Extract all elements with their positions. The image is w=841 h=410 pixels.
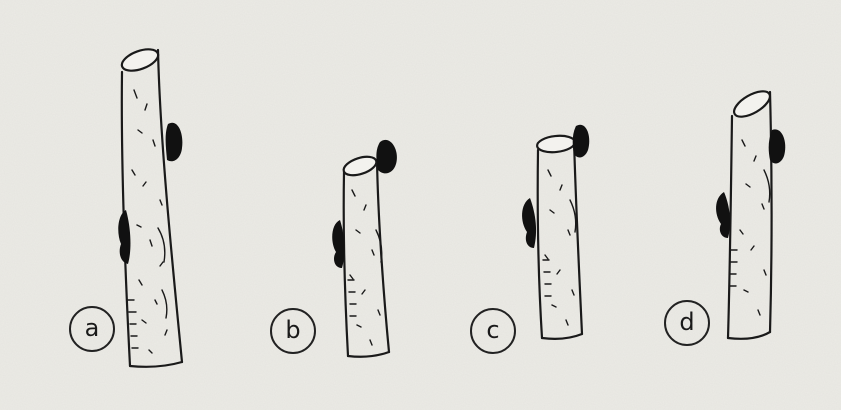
bud-c-upper: [573, 125, 590, 158]
panel-label-d-text: d: [679, 310, 694, 334]
panel-label-c-text: c: [486, 318, 499, 342]
panel-label-b: b: [270, 308, 316, 354]
panel-label-b-text: b: [285, 318, 300, 342]
panel-label-a: a: [69, 306, 115, 352]
panel-label-d: d: [664, 300, 710, 346]
panel-label-c: c: [470, 308, 516, 354]
panel-label-a-text: a: [85, 316, 100, 340]
